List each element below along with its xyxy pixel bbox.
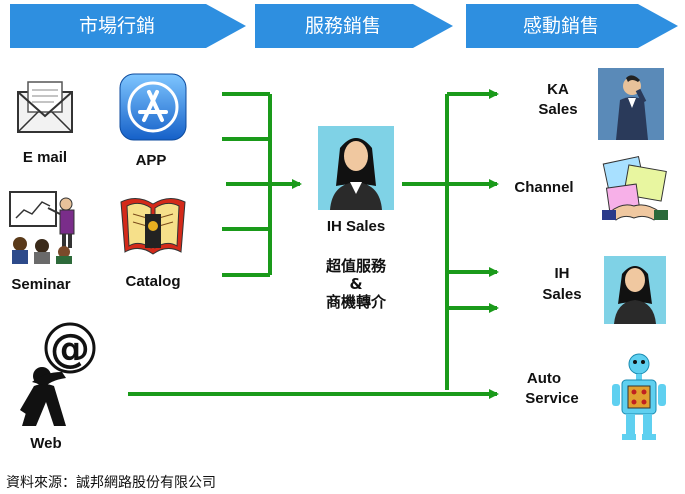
channel-label: Channel — [514, 179, 574, 196]
value-service-note-line1: 超值服務 — [325, 257, 386, 275]
ka-sales-label-line1: KA — [547, 81, 569, 98]
banner-marketing: 市場行銷 — [10, 4, 246, 48]
ih-sales-target-label-line1: IH — [554, 265, 570, 282]
ih-sales-target-person-icon — [604, 256, 666, 328]
app-store-icon — [118, 72, 188, 148]
auto-service-label-line1: Auto — [526, 370, 562, 387]
banner-service-sales: 服務銷售 — [255, 4, 453, 48]
seminar-label: Seminar — [11, 276, 71, 293]
robot-icon — [608, 352, 670, 448]
ih-sales-target-label-line2: Sales — [542, 286, 582, 303]
email-icon — [14, 78, 76, 144]
svg-text:@: @ — [50, 326, 90, 372]
email-label: E mail — [22, 149, 68, 166]
app-label: APP — [135, 152, 167, 169]
source-credit: 資料來源：誠邦網路股份有限公司 — [6, 475, 216, 491]
banner-touching-sales: 感動銷售 — [466, 4, 678, 48]
ih-sales-center-label: IH Sales — [326, 218, 386, 235]
banner-marketing-label: 市場行銷 — [78, 15, 155, 37]
web-label: Web — [30, 435, 62, 452]
channel-handshake-icon — [600, 155, 670, 232]
ka-sales-person-icon — [598, 68, 664, 144]
banner-touching-sales-label: 感動銷售 — [522, 15, 599, 37]
value-service-note-line3: 商機轉介 — [325, 293, 386, 311]
catalog-icon — [117, 192, 189, 264]
web-icon: @ — [14, 320, 102, 434]
banner-service-sales-label: 服務銷售 — [304, 15, 381, 37]
ka-sales-label-line2: Sales — [538, 101, 578, 118]
catalog-label: Catalog — [125, 273, 181, 290]
auto-service-label-line2: Service — [525, 390, 579, 407]
seminar-icon — [8, 190, 80, 270]
ih-sales-person-icon — [318, 126, 394, 214]
value-service-note-line2: & — [349, 275, 363, 293]
